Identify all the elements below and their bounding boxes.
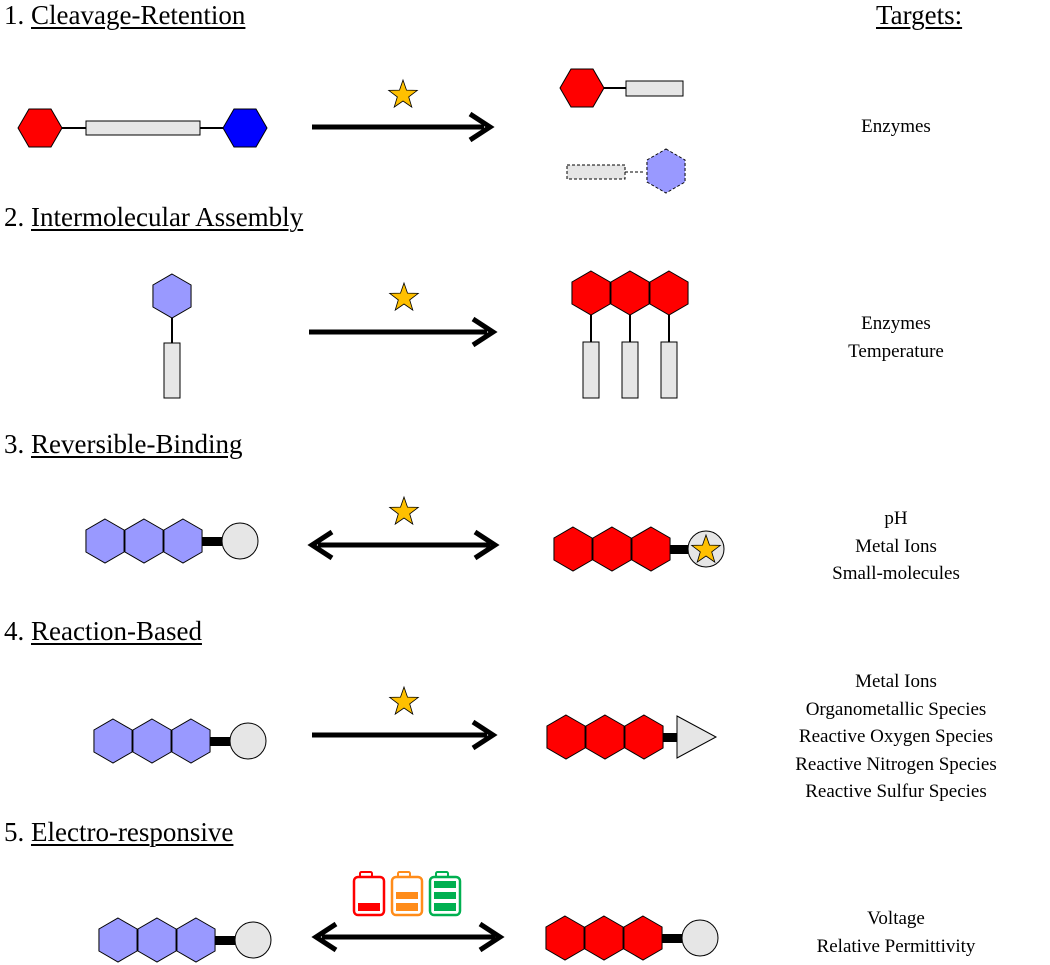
section-3-heading: 3. Reversible-Binding [4, 429, 242, 459]
section-2-number: 2. [4, 202, 25, 232]
section-5-probe-right [545, 915, 719, 961]
target-item: Reactive Nitrogen Species [795, 753, 997, 775]
section-4-heading: 4. Reaction-Based [4, 616, 202, 646]
red-hexagon-icon [571, 270, 611, 316]
section-1-heading: 1. Cleavage-Retention [4, 0, 245, 30]
red-hexagon-icon [584, 915, 624, 961]
section-3-number: 3. [4, 429, 25, 459]
battery-full-icon [428, 871, 462, 917]
star-icon [389, 496, 419, 525]
red-hexagon-icon [559, 68, 605, 108]
red-hexagon-icon [545, 915, 585, 961]
target-item: Reactive Sulfur Species [805, 781, 987, 802]
target-item: Metal Ions [855, 535, 937, 557]
red-hexagon-icon [610, 270, 650, 316]
battery-low-icon [352, 871, 386, 917]
section-4-arrow [312, 686, 498, 751]
target-item: Relative Permittivity [816, 935, 976, 957]
star-icon [389, 282, 419, 311]
triangle-product-icon [676, 715, 718, 759]
targets-title: Targets: [876, 0, 963, 30]
section-5-probe-left [98, 917, 272, 963]
receptor-circle-icon [221, 522, 259, 560]
target-item: Temperature [848, 340, 944, 362]
section-2-monomer [152, 273, 192, 399]
target-item: Enzymes [861, 116, 931, 137]
section-5-number: 5. [4, 817, 25, 847]
target-item: Small-molecules [832, 563, 960, 584]
section-3-probe-bound [553, 526, 725, 572]
section-1-targets: Enzymes [746, 113, 1046, 141]
lavender-hexagon-icon [132, 718, 172, 764]
section-1-title: Cleavage-Retention [31, 0, 246, 30]
section-4-number: 4. [4, 616, 25, 646]
red-hexagon-icon [585, 714, 625, 760]
section-3-arrow [307, 496, 500, 561]
circle-icon [234, 921, 272, 959]
target-item: Voltage [867, 908, 925, 929]
target-item: pH [884, 508, 908, 529]
section-5-arrow [311, 921, 505, 953]
section-4-title: Reaction-Based [31, 616, 202, 646]
section-5-targets: Voltage Relative Permittivity [746, 905, 1046, 960]
battery-mid-icon [390, 871, 424, 917]
star-icon [389, 686, 419, 715]
section-4-targets: Metal Ions Organometallic Species Reacti… [746, 668, 1046, 806]
lavender-hexagon-icon [163, 518, 203, 564]
lavender-hexagon-icon [137, 917, 177, 963]
section-3-probe-free [85, 518, 259, 564]
section-2-arrow [309, 282, 498, 348]
section-1-number: 1. [4, 0, 25, 30]
section-1-reactant [17, 108, 268, 148]
section-4-product [546, 714, 718, 760]
section-1-product-released [566, 148, 686, 194]
section-2-heading: 2. Intermolecular Assembly [4, 202, 303, 232]
red-hexagon-icon [623, 915, 663, 961]
target-item: Metal Ions [855, 671, 937, 692]
lavender-hexagon-icon [646, 148, 686, 194]
section-5-title: Electro-responsive [31, 817, 234, 847]
lavender-hexagon-icon [176, 917, 216, 963]
target-item: Enzymes [861, 313, 931, 334]
section-3-title: Reversible-Binding [31, 429, 243, 459]
lavender-hexagon-icon [98, 917, 138, 963]
red-hexagon-icon [546, 714, 586, 760]
red-hexagon-icon [17, 108, 63, 148]
section-4-probe [93, 718, 267, 764]
red-hexagon-icon [624, 714, 664, 760]
section-2-assembly [571, 270, 689, 399]
lavender-hexagon-icon [93, 718, 133, 764]
lavender-hexagon-icon [171, 718, 211, 764]
section-5-heading: 5. Electro-responsive [4, 817, 233, 847]
reactive-circle-icon [229, 722, 267, 760]
section-3-targets: pH Metal Ions Small-molecules [746, 505, 1046, 588]
section-1-product-retained [559, 68, 684, 108]
circle-icon [681, 919, 719, 957]
blue-hexagon-icon [222, 108, 268, 148]
target-item: Organometallic Species [805, 698, 987, 720]
section-1-arrow [312, 79, 495, 143]
lavender-hexagon-icon [152, 273, 192, 319]
red-hexagon-icon [631, 526, 671, 572]
lavender-hexagon-icon [85, 518, 125, 564]
red-hexagon-icon [553, 526, 593, 572]
lavender-hexagon-icon [124, 518, 164, 564]
red-hexagon-icon [592, 526, 632, 572]
target-item: Reactive Oxygen Species [798, 726, 994, 747]
section-2-targets: Enzymes Temperature [746, 310, 1046, 365]
red-hexagon-icon [649, 270, 689, 316]
section-2-title: Intermolecular Assembly [31, 202, 304, 232]
star-icon [388, 79, 418, 108]
